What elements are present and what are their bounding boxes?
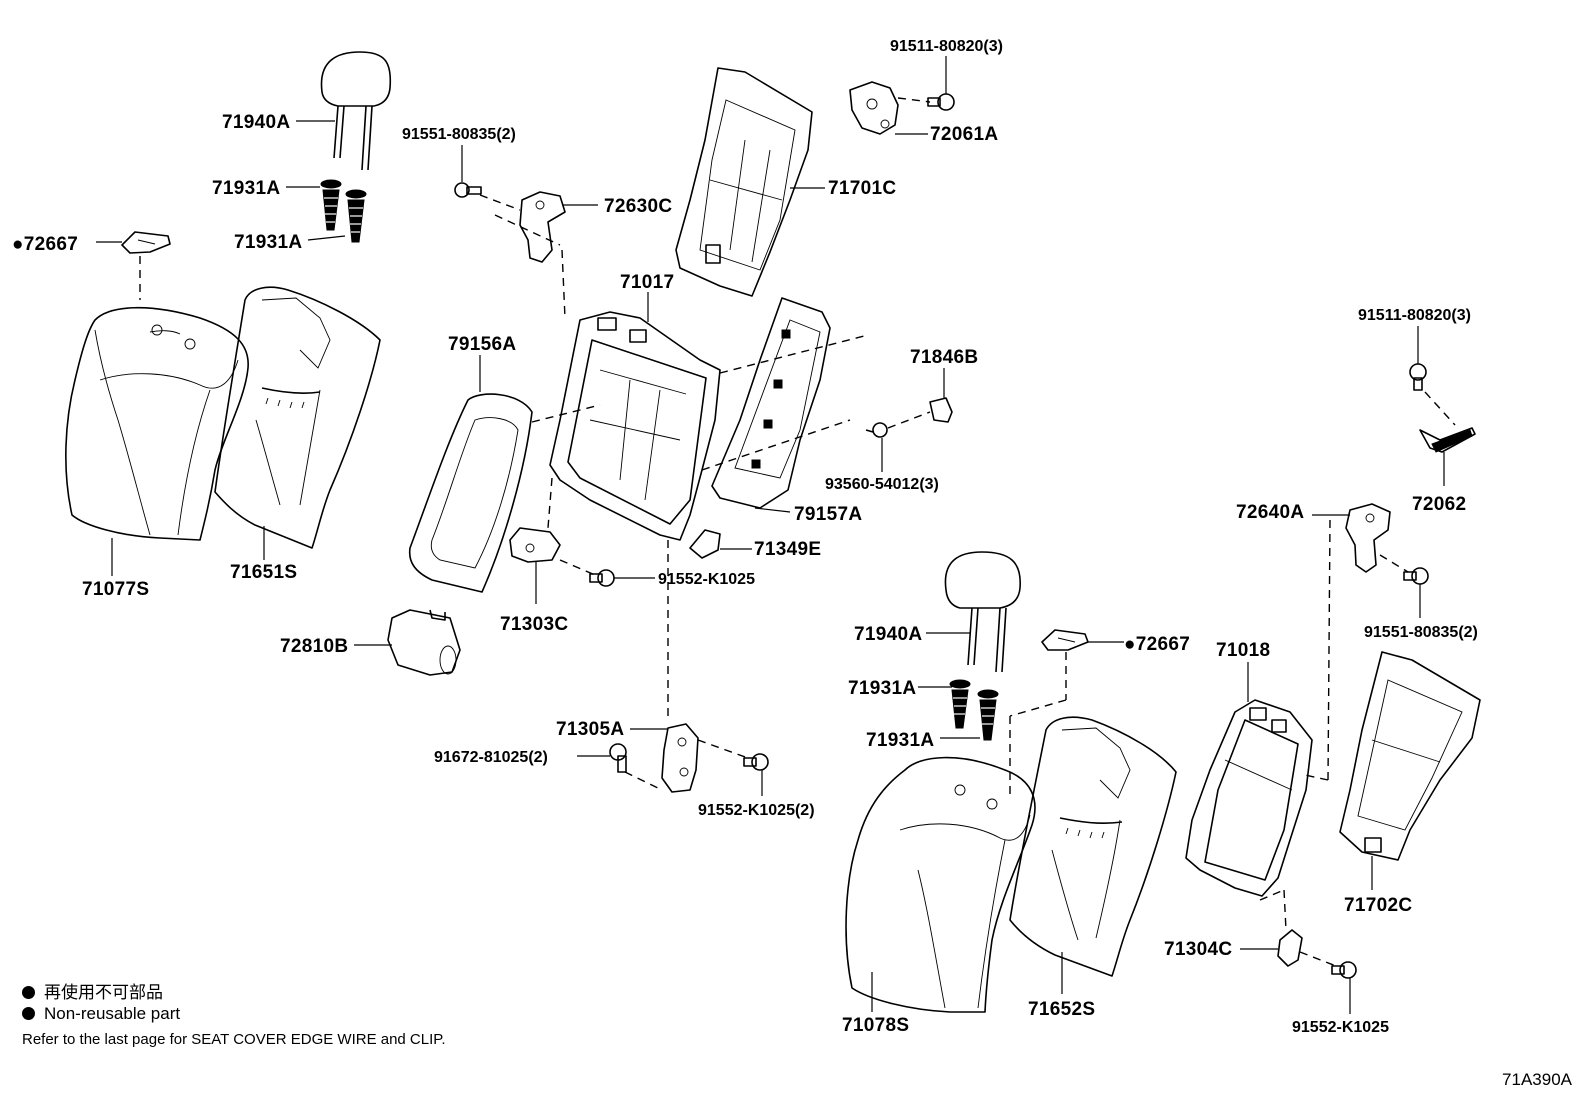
bullet-icon — [22, 1007, 35, 1020]
label-72667-right: ●72667 — [1124, 634, 1190, 655]
bolt-91552-center — [589, 569, 615, 587]
side-pad-79156A — [408, 393, 533, 593]
label-71931A-left-2: 71931A — [234, 232, 302, 253]
cover-71304C — [1277, 929, 1303, 967]
label-91552-center: 91552-K1025 — [658, 571, 755, 588]
seatback-pad-71077S — [65, 306, 249, 541]
cover-71303C — [509, 527, 561, 563]
legend-japanese-text: 再使用不可部品 — [44, 983, 163, 1002]
label-71349E: 71349E — [754, 539, 821, 560]
label-71303C: 71303C — [500, 614, 568, 635]
label-72630C: 72630C — [604, 196, 672, 217]
seatback-frame-71017 — [549, 311, 721, 541]
label-71018: 71018 — [1216, 640, 1270, 661]
label-71304C: 71304C — [1164, 939, 1232, 960]
headrest-guide-left-2 — [345, 189, 367, 243]
part-labels: 71940A 71931A 71931A ●72667 71077S 71651… — [12, 38, 1478, 1036]
bolt-91552-right — [1331, 961, 1357, 979]
cover-71349E — [689, 529, 721, 559]
legend-english-text: Non-reusable part — [44, 1004, 181, 1023]
label-91672: 91672-81025(2) — [434, 749, 548, 766]
label-71846B: 71846B — [910, 347, 978, 368]
reference-code: 71A390A — [1502, 1070, 1572, 1089]
label-91551-right: 91551-80835(2) — [1364, 624, 1478, 641]
label-79156A: 79156A — [448, 334, 516, 355]
back-panel-71701C — [675, 67, 813, 297]
label-72061A: 72061A — [930, 124, 998, 145]
seatback-cover-71652S — [1009, 716, 1177, 977]
label-71652S: 71652S — [1028, 999, 1095, 1020]
bracket-72062 — [1419, 427, 1476, 453]
back-panel-71702C — [1339, 651, 1481, 861]
bolt-91511-top — [927, 93, 955, 111]
bullet-icon — [22, 986, 35, 999]
label-72810B: 72810B — [280, 636, 348, 657]
label-93560: 93560-54012(3) — [825, 476, 939, 493]
hinge-72640A — [1345, 503, 1391, 573]
label-71931A-left-1: 71931A — [212, 178, 280, 199]
headrest-guide-left-1 — [320, 179, 342, 231]
bracket-71305A — [661, 723, 699, 793]
label-91551-left: 91551-80835(2) — [402, 126, 516, 143]
label-71701C: 71701C — [828, 178, 896, 199]
screw-93560 — [865, 422, 888, 438]
headrest-left — [320, 51, 392, 171]
label-72667-left: ●72667 — [12, 234, 78, 255]
label-72062: 72062 — [1412, 494, 1466, 515]
bolt-91672 — [609, 743, 627, 773]
bolt-91551-left — [454, 182, 482, 198]
label-91511-right: 91511-80820(3) — [1358, 307, 1471, 324]
label-71078S: 71078S — [842, 1015, 909, 1036]
label-79157A: 79157A — [794, 504, 862, 525]
headrest-guide-right-1 — [949, 679, 971, 729]
label-71940A-left: 71940A — [222, 112, 290, 133]
headrest-guide-right-2 — [977, 689, 999, 741]
bolt-91511-right — [1409, 363, 1427, 391]
label-91511-top: 91511-80820(3) — [890, 38, 1003, 55]
clip-71846B — [929, 397, 953, 423]
bolt-91552-lower — [743, 753, 769, 771]
label-71017: 71017 — [620, 272, 674, 293]
seatback-pad-71078S — [845, 756, 1036, 1013]
legend-note: Refer to the last page for SEAT COVER ED… — [22, 1031, 446, 1048]
label-71651S: 71651S — [230, 562, 297, 583]
label-72640A: 72640A — [1236, 502, 1304, 523]
legend-english: Non-reusable part — [22, 1004, 180, 1024]
label-71702C: 71702C — [1344, 895, 1412, 916]
label-71931A-right-2: 71931A — [866, 730, 934, 751]
pad-72810B — [387, 609, 461, 676]
clip-72667-right — [1041, 629, 1089, 651]
label-91552-right: 91552-K1025 — [1292, 1019, 1389, 1036]
label-71940A-right: 71940A — [854, 624, 922, 645]
label-71077S: 71077S — [82, 579, 149, 600]
legend-japanese: 再使用不可部品 — [22, 978, 163, 1003]
clip-72667-left — [121, 231, 171, 254]
seatback-cover-71651S — [214, 286, 381, 549]
bolt-91551-right — [1403, 567, 1429, 585]
back-board-79157A — [711, 297, 831, 509]
bracket-72061A — [849, 81, 899, 135]
headrest-right — [944, 551, 1021, 673]
label-71305A: 71305A — [556, 719, 624, 740]
label-91552-lower: 91552-K1025(2) — [698, 802, 815, 819]
seatback-frame-71018 — [1185, 699, 1313, 897]
hinge-72630C — [519, 191, 566, 263]
label-71931A-right-1: 71931A — [848, 678, 916, 699]
